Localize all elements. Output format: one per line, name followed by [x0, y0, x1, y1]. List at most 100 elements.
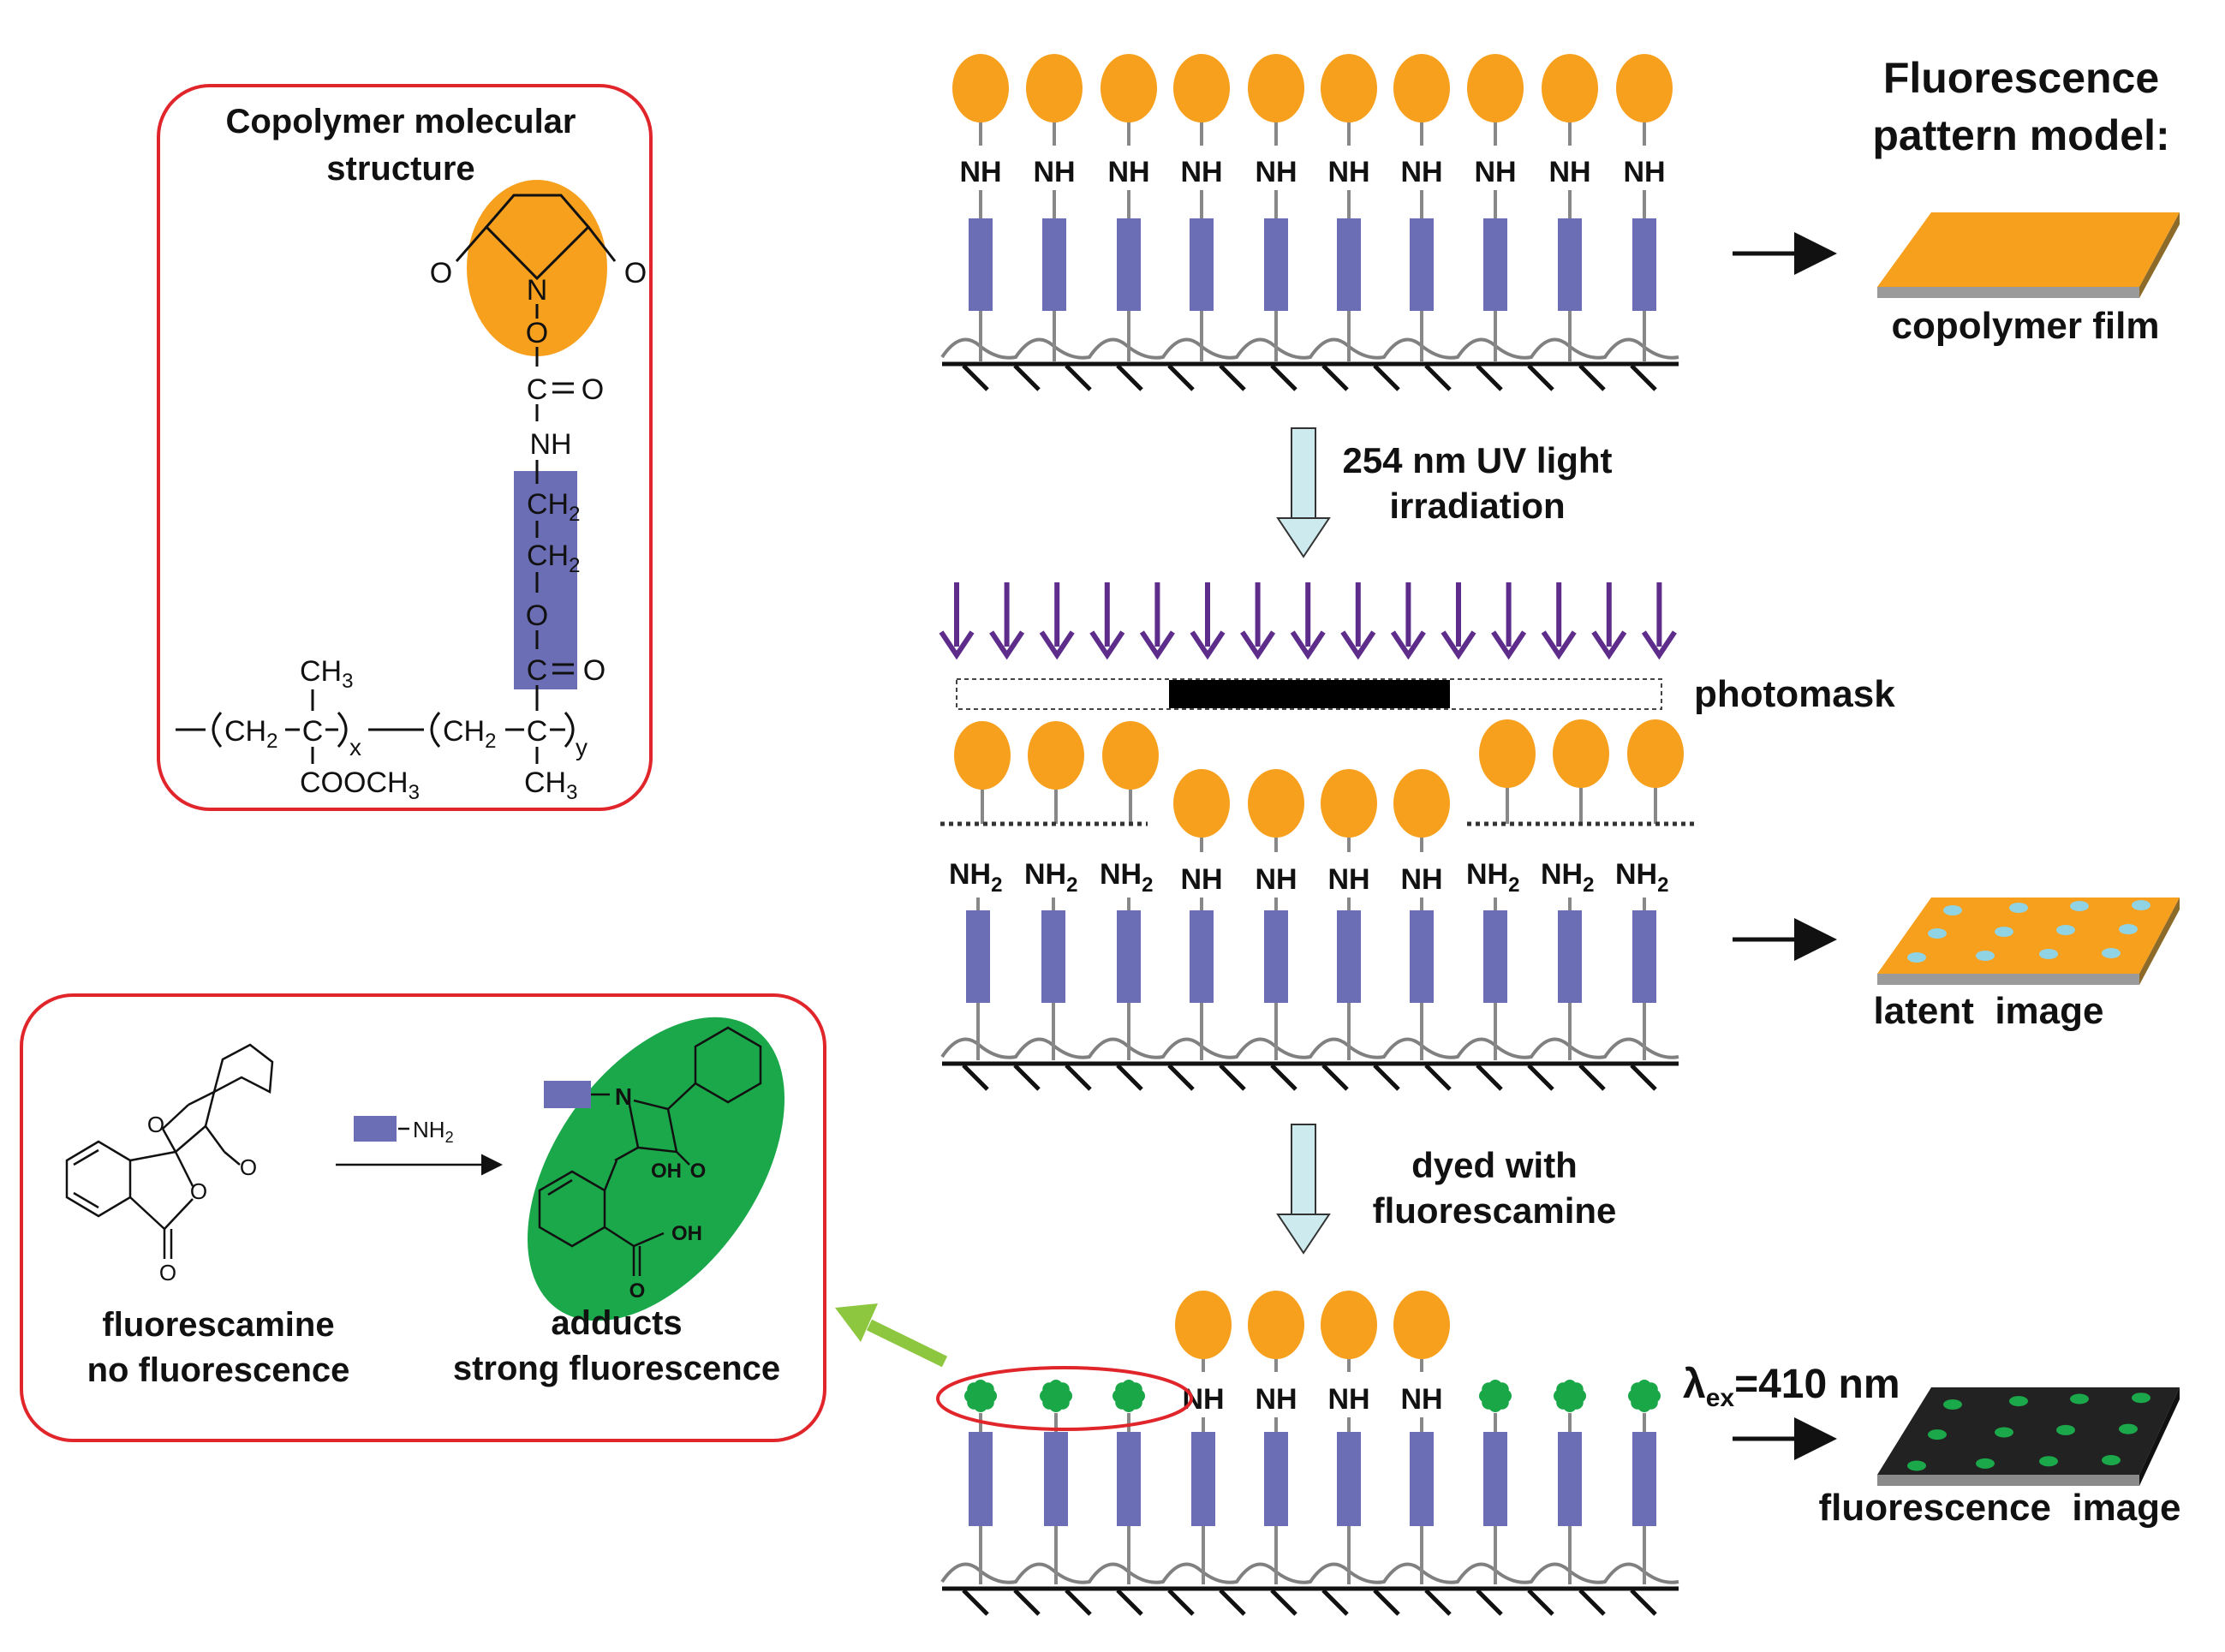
latent-dot	[2009, 903, 2028, 913]
spacer-block	[1558, 910, 1582, 1003]
spacer-block	[969, 1432, 993, 1526]
fluorescamine-dye-mark	[1112, 1380, 1145, 1412]
fluorescamine-dye-mark	[1479, 1380, 1512, 1412]
fluorescamine-dye-mark	[1628, 1380, 1661, 1412]
fluorescent-dot	[2009, 1396, 2028, 1407]
nh2-label: NH2	[1541, 858, 1594, 897]
nhs-group	[1248, 54, 1304, 122]
released-nhs-group	[1553, 719, 1609, 788]
spacer-block	[1558, 218, 1582, 311]
latent-dot	[1928, 928, 1947, 939]
spacer-block	[1483, 218, 1507, 311]
latent-image-dots	[1907, 900, 2150, 963]
strong-fluorescence-label: strong fluorescence	[453, 1350, 780, 1387]
spacer-block	[1191, 1432, 1215, 1526]
latent-image-label: latent image	[1874, 990, 2104, 1032]
fluorescamine-structure	[65, 1043, 274, 1259]
spacer-block	[1483, 1432, 1507, 1526]
copolymer-title-line1: Copolymer molecular	[225, 103, 576, 140]
polymer-backbone-wave	[940, 337, 1679, 360]
released-nhs-group	[954, 721, 1011, 790]
latent-dot	[2070, 901, 2089, 911]
lime-arrow	[835, 1303, 948, 1368]
substrate-hatch	[1116, 1589, 1143, 1616]
product-oh2: OH	[671, 1222, 702, 1245]
spacer-block	[1042, 218, 1066, 311]
nh2-label: NH2	[1100, 858, 1153, 897]
copolymer-film-slab	[1877, 212, 2180, 298]
uv-arrow-head	[1340, 630, 1376, 660]
adduct-structure	[538, 1026, 762, 1276]
substrate-hatch	[1578, 364, 1606, 391]
substrate-hatch	[1270, 364, 1297, 391]
latent-dot	[2102, 948, 2121, 958]
substrate-hatch	[1270, 1064, 1297, 1091]
cooch3: COOCH3	[300, 766, 420, 804]
atom-o-link: O	[526, 317, 548, 349]
nhs-group	[1173, 769, 1230, 838]
fluorescent-dot	[1995, 1427, 2013, 1438]
backbone-ch2-1: CH2	[224, 715, 277, 753]
substrate-hatch	[962, 1064, 989, 1091]
substrate-hatch	[1167, 1589, 1195, 1616]
nh-label: NH	[1180, 863, 1222, 896]
spacer-block	[1264, 218, 1288, 311]
fluorescent-dot	[1943, 1399, 1962, 1410]
uv-arrow-head	[1240, 630, 1276, 660]
nhs-group	[1248, 769, 1304, 838]
spacer-block	[1264, 1432, 1288, 1526]
latent-dot	[1943, 905, 1962, 915]
uv-arrow-head	[1390, 630, 1426, 660]
fluorescamine-dye-mark	[964, 1380, 997, 1412]
released-nhs-group	[1479, 719, 1536, 788]
spacer-block	[969, 218, 993, 311]
spacer-block	[1632, 910, 1656, 1003]
substrate-hatch	[1527, 1589, 1554, 1616]
spacer-block	[1337, 218, 1361, 311]
substrate-hatch	[1373, 1589, 1400, 1616]
nh-label: NH	[959, 156, 1001, 188]
fluorescent-dot	[1976, 1458, 1995, 1469]
step-arrow-uv	[1276, 427, 1331, 558]
uv-arrow-head	[1491, 630, 1527, 660]
latent-dot	[1907, 952, 1926, 963]
nh-label: NH	[1182, 1383, 1224, 1416]
nh-label: NH	[1400, 863, 1442, 896]
latent-dot	[2132, 900, 2150, 910]
nhs-group	[1321, 1291, 1377, 1359]
spacer-block	[1190, 218, 1214, 311]
product-oh: OH	[651, 1160, 682, 1183]
fluorescence-image-label: fluorescence image	[1818, 1487, 2180, 1529]
fluorescent-dot	[2056, 1424, 2075, 1435]
substrate-hatch	[1424, 364, 1452, 391]
substrate-hatch	[1219, 364, 1246, 391]
polymer-backbone-wave	[940, 1037, 1679, 1059]
uv-arrow-head	[1190, 630, 1226, 660]
nhs-group	[1542, 54, 1598, 122]
dye-step-line2: fluorescamine	[1373, 1190, 1617, 1231]
atom-n: N	[527, 274, 548, 307]
copolymer-film-label: copolymer film	[1892, 305, 2160, 347]
substrate-hatch	[1065, 1064, 1092, 1091]
spacer-block	[1117, 218, 1141, 311]
substrate-hatch	[1424, 1064, 1452, 1091]
dye-center	[971, 1387, 990, 1405]
uv-arrow-head	[1039, 630, 1075, 660]
nhs-group	[1393, 769, 1450, 838]
substrate-hatch	[1013, 1589, 1041, 1616]
nhs-group	[1173, 54, 1230, 122]
dye-step-line1: dyed with	[1411, 1145, 1578, 1185]
fluorescent-dot	[2070, 1393, 2089, 1404]
latent-image-slab	[1877, 898, 2180, 985]
nhs-group	[1248, 1291, 1304, 1359]
nh2-label: NH2	[1615, 858, 1668, 897]
substrate-hatch	[1578, 1064, 1606, 1091]
ch3-top: CH3	[300, 655, 353, 693]
uv-arrow-head	[1641, 630, 1677, 660]
nh2-label: NH2	[1024, 858, 1077, 897]
latent-dot	[2056, 925, 2075, 935]
product-n: N	[615, 1083, 632, 1110]
spacer-block	[1041, 910, 1065, 1003]
substrate-hatch	[1630, 1064, 1657, 1091]
nh-link: NH	[529, 428, 571, 461]
